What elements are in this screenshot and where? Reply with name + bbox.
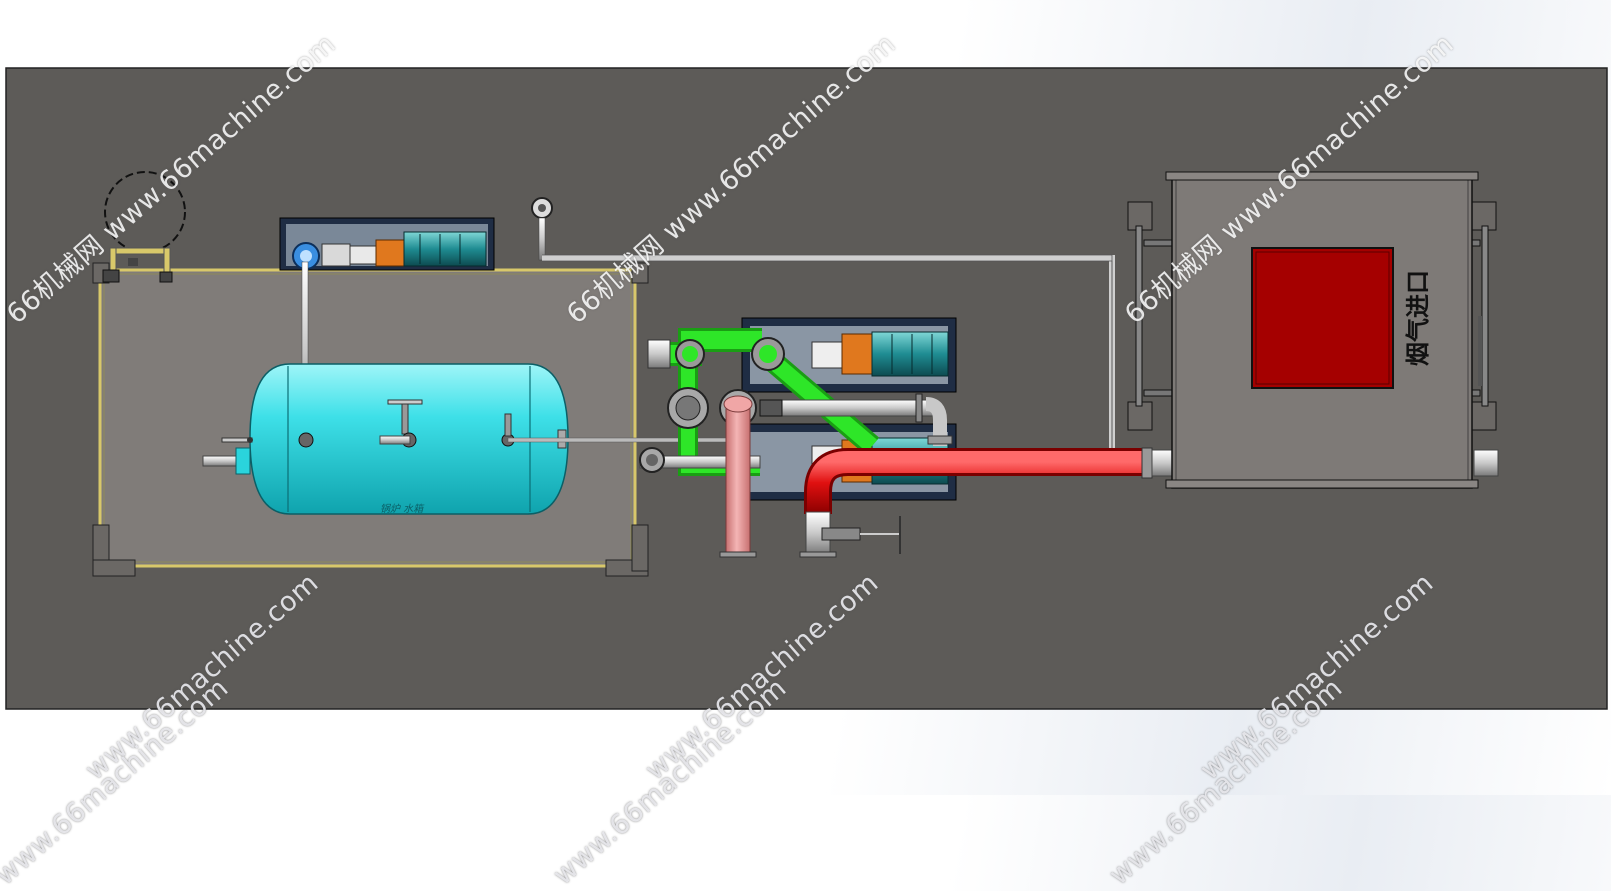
flue-gas-heat-exchanger xyxy=(1127,171,1499,489)
hot-water-pipe xyxy=(719,395,757,558)
flue-gas-pipe xyxy=(799,447,1173,558)
flue-gas-inlet-panel xyxy=(1251,247,1394,389)
horizontal-water-tank: 锅炉 水箱 xyxy=(202,363,569,515)
tank-discharge-pipe xyxy=(507,437,739,443)
access-ladder xyxy=(102,171,186,283)
flue-gas-inlet-label: 烟气进口 xyxy=(1404,270,1432,366)
equipment-layout-drawing: 锅炉 水箱 xyxy=(5,67,1608,710)
tank-pump-unit xyxy=(279,217,495,271)
tank-nameplate: 锅炉 水箱 xyxy=(380,503,425,515)
